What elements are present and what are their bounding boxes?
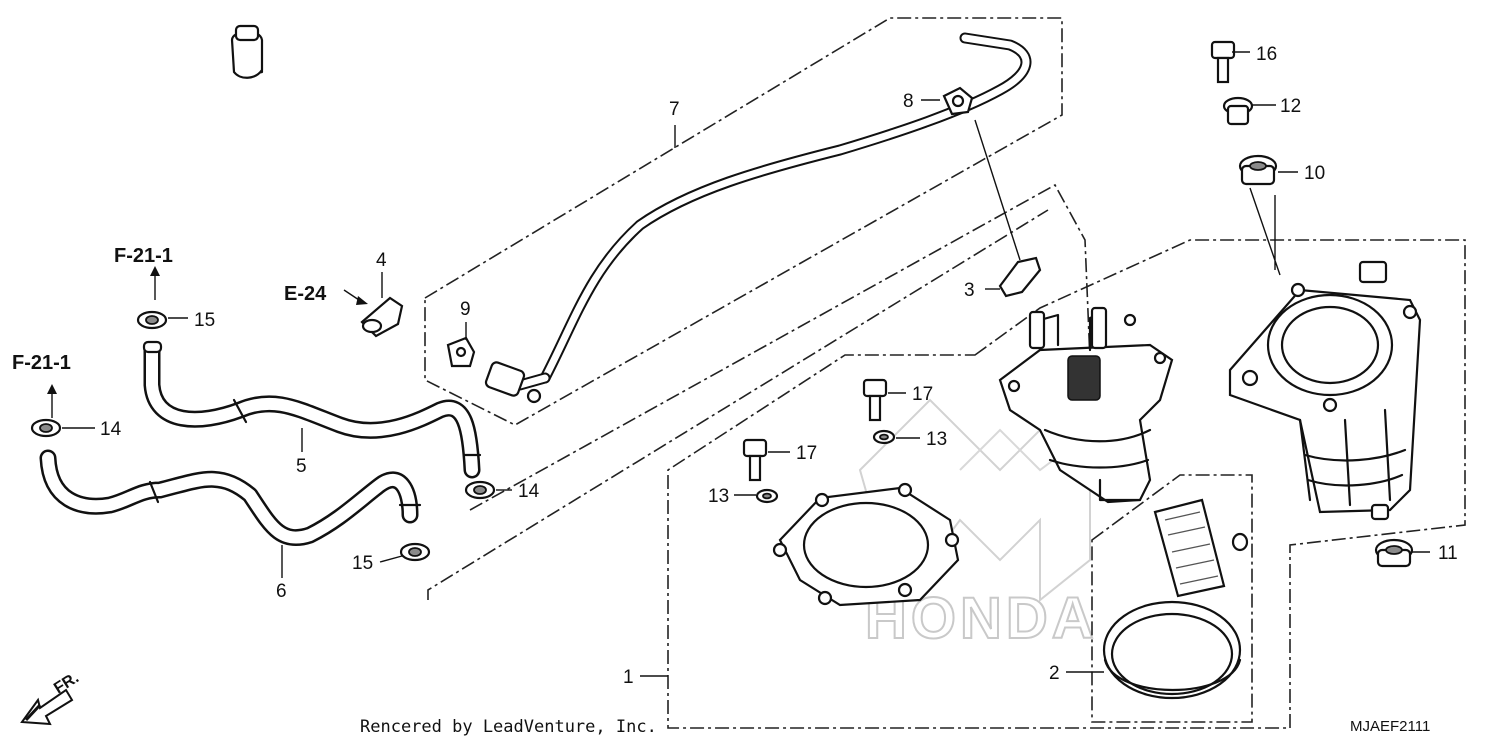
fr-label: FR. bbox=[51, 669, 82, 697]
upper-quick-connector bbox=[230, 24, 264, 79]
part-number-labels: 7 8 9 4 3 5 6 16 12 10 11 17 17 13 13 14… bbox=[100, 44, 1458, 688]
bolt-17-lower bbox=[742, 438, 768, 482]
outline-pump-assembly-1 bbox=[667, 239, 1466, 729]
ref-e24: E-24 bbox=[284, 283, 327, 305]
outline-packing-kit-2 bbox=[1091, 474, 1253, 723]
label-16: 16 bbox=[1256, 44, 1277, 65]
clamp-14-left bbox=[30, 418, 62, 438]
clamp-14-mid bbox=[464, 480, 496, 500]
fuel-filter-assembly bbox=[1228, 260, 1422, 521]
label-15b: 15 bbox=[352, 553, 373, 574]
bolt-17-upper bbox=[862, 378, 888, 422]
label-17a: 17 bbox=[912, 384, 933, 405]
label-4: 4 bbox=[376, 250, 387, 271]
washer-13-upper bbox=[872, 429, 896, 445]
label-3: 3 bbox=[964, 280, 975, 301]
front-direction-indicator: FR. bbox=[20, 669, 82, 726]
arrow-e24 bbox=[356, 296, 368, 305]
assembly-outlines bbox=[424, 17, 1466, 729]
fuel-feed-line bbox=[232, 32, 1032, 404]
outline-fuel-line-7 bbox=[424, 17, 1063, 426]
label-8: 8 bbox=[903, 91, 914, 112]
clamp-4 bbox=[360, 296, 404, 338]
fasteners bbox=[742, 40, 1414, 568]
bolt-16 bbox=[1210, 40, 1236, 84]
fuel-pump-unit bbox=[998, 306, 1174, 504]
label-7: 7 bbox=[669, 99, 680, 120]
label-15a: 15 bbox=[194, 310, 215, 331]
grommet-11 bbox=[1374, 538, 1414, 568]
fitting-3 bbox=[998, 256, 1042, 298]
label-2: 2 bbox=[1049, 663, 1060, 684]
label-5: 5 bbox=[296, 456, 307, 477]
clip-9 bbox=[446, 336, 476, 368]
packing-kit-2 bbox=[1102, 498, 1249, 700]
label-1: 1 bbox=[623, 667, 634, 688]
label-17b: 17 bbox=[796, 443, 817, 464]
label-14b: 14 bbox=[518, 481, 540, 502]
label-11: 11 bbox=[1438, 543, 1458, 564]
hose-clamps bbox=[30, 310, 496, 562]
reference-labels: F-21-1 F-21-1 E-24 bbox=[12, 245, 327, 374]
label-10: 10 bbox=[1304, 163, 1325, 184]
outline-hose-5 bbox=[469, 183, 1091, 511]
hose-6 bbox=[39, 449, 422, 547]
collar-12 bbox=[1222, 96, 1254, 126]
label-6: 6 bbox=[276, 581, 287, 602]
clip-8 bbox=[942, 86, 974, 116]
clamp-15-top bbox=[136, 310, 168, 330]
clamp-15-low bbox=[399, 542, 431, 562]
credit-text: Rencered by LeadVenture, Inc. bbox=[360, 717, 657, 737]
outline-hose-6 bbox=[427, 209, 1049, 600]
washer-13-lower bbox=[755, 488, 779, 504]
diagram-code: MJAEF2111 bbox=[1350, 718, 1430, 735]
hose-5 bbox=[142, 340, 482, 479]
ref-f21-top: F-21-1 bbox=[114, 245, 173, 267]
pump-gasket bbox=[772, 482, 960, 607]
arrow-f21-left bbox=[47, 384, 57, 394]
label-12: 12 bbox=[1280, 96, 1301, 117]
label-14a: 14 bbox=[100, 419, 122, 440]
label-13a: 13 bbox=[926, 429, 947, 450]
ref-f21-left: F-21-1 bbox=[12, 352, 71, 374]
label-13b: 13 bbox=[708, 486, 729, 507]
label-9: 9 bbox=[460, 299, 471, 320]
arrow-f21-top bbox=[150, 266, 160, 276]
grommet-10 bbox=[1238, 154, 1278, 186]
